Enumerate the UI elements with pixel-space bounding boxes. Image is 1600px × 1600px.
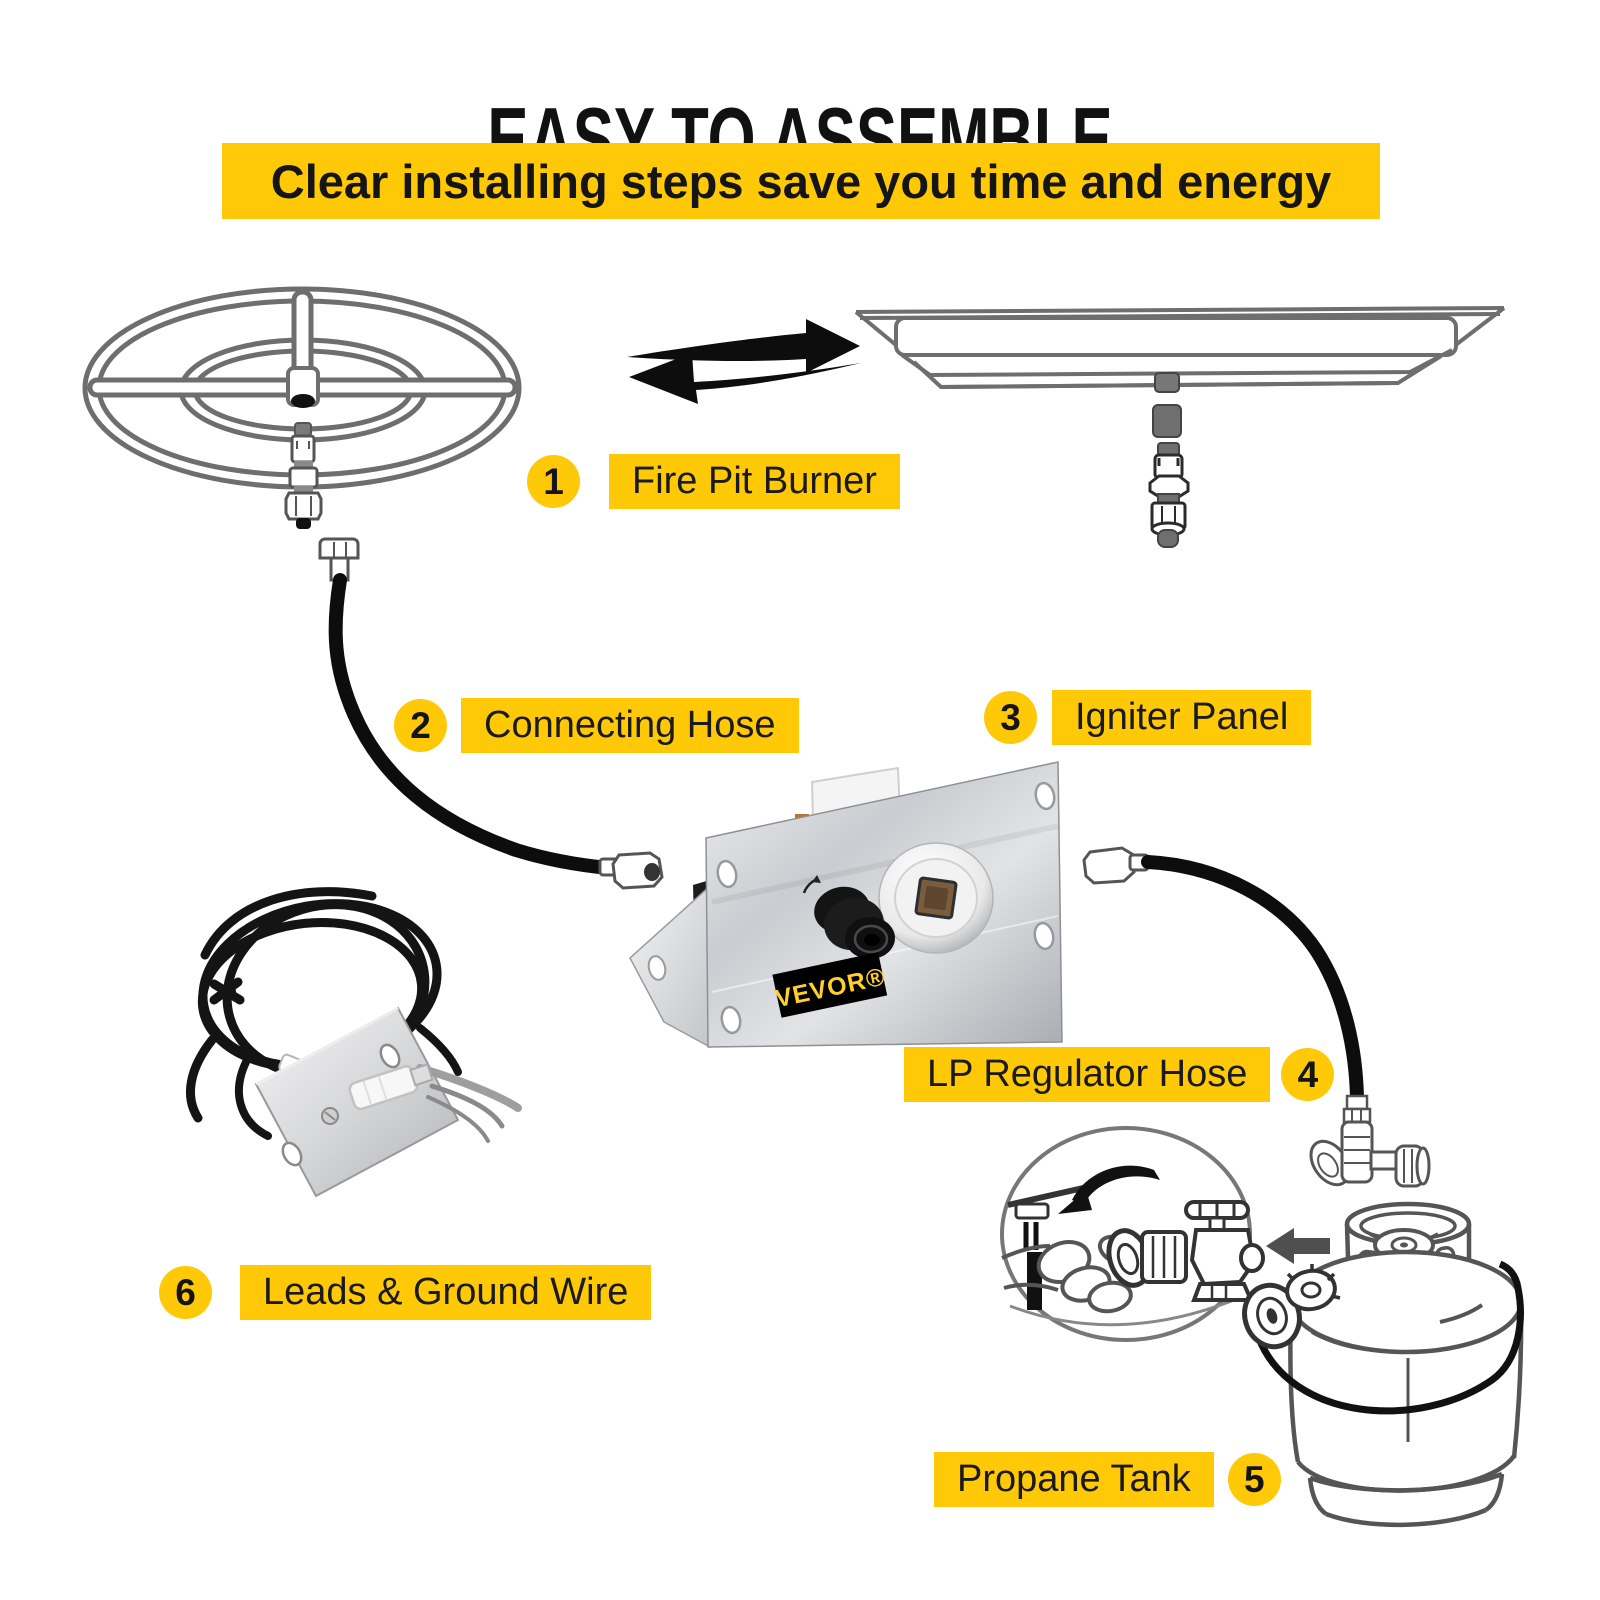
part-number-badge: 2: [394, 699, 447, 752]
rectangular-fire-pit-burner: [854, 306, 1506, 548]
part-number-badge: 6: [159, 1266, 212, 1319]
part-label-propane-tank: Propane Tank 5: [934, 1452, 1281, 1507]
part-label-text: Igniter Panel: [1052, 690, 1312, 745]
swap-arrows-icon: [627, 319, 861, 404]
part-number-badge: 5: [1227, 1453, 1281, 1506]
leads-and-ground-wire: [186, 887, 522, 1198]
connecting-hose: [318, 537, 664, 890]
ignition-button: [814, 886, 895, 959]
part-label-fire-pit-burner: 1 Fire Pit Burner: [527, 454, 900, 509]
part-number-badge: 4: [1281, 1048, 1335, 1101]
propane-tank: [1242, 1201, 1524, 1528]
round-fire-pit-burner: [82, 286, 522, 529]
part-label-igniter-panel: 3 Igniter Panel: [984, 690, 1312, 745]
lp-regulator-hose: [1082, 846, 1431, 1188]
part-label-leads-ground-wire: 6 Leads & Ground Wire: [159, 1265, 652, 1320]
subtitle-banner: Clear installing steps save you time and…: [222, 143, 1380, 219]
part-label-text: LP Regulator Hose: [904, 1047, 1271, 1102]
gas-valve-dial: [878, 842, 994, 954]
part-label-connecting-hose: 2 Connecting Hose: [394, 698, 799, 753]
spark-icon: [802, 875, 821, 894]
part-label-text: Leads & Ground Wire: [240, 1265, 652, 1320]
part-number-badge: 1: [527, 455, 580, 508]
part-label-text: Connecting Hose: [461, 698, 799, 753]
rotate-arrow-icon: [1058, 1165, 1160, 1214]
part-label-text: Fire Pit Burner: [609, 454, 900, 509]
regulator-attachment-detail-bubble: [1000, 1126, 1265, 1342]
igniter-panel: VEVOR®: [629, 761, 1063, 1049]
part-label-lp-regulator-hose: LP Regulator Hose 4: [904, 1047, 1335, 1102]
part-number-badge: 3: [984, 691, 1037, 744]
left-arrow-icon: [1266, 1228, 1330, 1264]
part-label-text: Propane Tank: [934, 1452, 1214, 1507]
